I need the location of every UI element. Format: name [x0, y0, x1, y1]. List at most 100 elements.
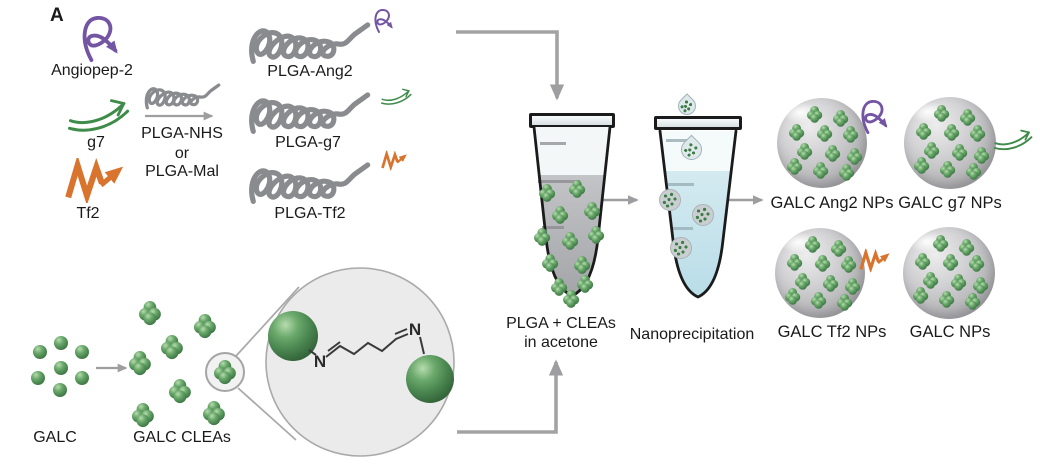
np-g7-arrow-icon — [993, 126, 1035, 152]
clea-cluster — [161, 335, 183, 360]
cleas-highlight-circle — [205, 352, 245, 392]
np-galc-plain-label: GALC NPs — [909, 323, 991, 341]
np-galc-plain — [903, 227, 995, 319]
clea-cluster — [973, 277, 989, 294]
clea-cluster — [552, 206, 569, 224]
clea-cluster — [574, 256, 591, 274]
clea-cluster — [214, 360, 236, 385]
tf2-label: Tf2 — [76, 205, 100, 222]
tube-nanoprecipitation — [650, 93, 746, 303]
clea-cluster — [944, 124, 960, 141]
clea-cluster — [823, 275, 839, 292]
crosslink-magnifier: N N — [265, 267, 455, 457]
np-galc-ang2-label: GALC Ang2 NPs — [770, 194, 894, 212]
plga-tf2-label: PLGA-Tf2 — [274, 205, 346, 222]
np-ang2-ribbon-icon — [858, 98, 892, 136]
clea-cluster — [923, 272, 939, 289]
clea-cluster — [959, 239, 975, 256]
clea-cluster — [577, 275, 594, 293]
clea-cluster — [139, 301, 161, 326]
plga-tf2-squiggle — [245, 158, 395, 210]
galc-sphere — [54, 361, 68, 375]
clea-cluster — [969, 255, 985, 272]
imine-n-left: N — [314, 352, 326, 371]
clea-cluster — [542, 254, 559, 272]
tube-plga-cleas — [526, 110, 618, 308]
angiopep2-ribbon-icon — [78, 14, 124, 64]
plga-ang2-ribbon-icon — [372, 8, 396, 34]
clea-cluster — [807, 106, 823, 123]
clea-cluster — [815, 255, 831, 272]
tube2-blue-liquid — [665, 171, 731, 297]
clea-cluster — [952, 144, 968, 161]
clea-cluster — [974, 147, 990, 164]
glutaraldehyde-chain — [325, 333, 409, 358]
clea-cluster — [795, 273, 811, 290]
clea-cluster — [789, 124, 805, 141]
clea-cluster — [934, 105, 950, 122]
reagent-name-1: PLGA-NHS — [141, 125, 223, 142]
clea-cluster — [924, 142, 940, 159]
clea-cluster — [584, 202, 601, 220]
clea-cluster — [539, 184, 556, 202]
clea-cluster — [129, 351, 151, 376]
galc-sphere — [75, 371, 89, 385]
clea-cluster — [845, 278, 861, 295]
droplet-above-tube — [674, 93, 700, 119]
clea-cluster — [825, 145, 841, 162]
np-galc-g7-label: GALC g7 NPs — [898, 194, 1002, 212]
cleas-to-tube-arrow — [457, 359, 564, 434]
panel-label: A — [50, 5, 64, 26]
galc-sphere — [75, 345, 89, 359]
clea-cluster — [847, 148, 863, 165]
clea-cluster — [841, 256, 857, 273]
galc-label: GALC — [33, 429, 77, 446]
clea-cluster — [939, 291, 955, 308]
clea-cluster — [813, 162, 829, 179]
clea-cluster — [940, 161, 956, 178]
clea-cluster — [817, 125, 833, 142]
galc-cleas-label: GALC CLEAs — [133, 429, 231, 446]
clea-cluster — [839, 164, 855, 181]
clea-cluster — [194, 314, 216, 339]
np-tf2-arrow-icon — [858, 248, 898, 273]
plga-g7-label: PLGA-g7 — [275, 134, 341, 151]
clea-cluster — [915, 253, 931, 270]
clea-cluster — [916, 123, 932, 140]
tube1-cap — [529, 113, 615, 128]
reagent-or: or — [174, 145, 190, 162]
plga-g7-arrow-icon — [380, 86, 414, 106]
magnifier-circle — [265, 267, 455, 457]
clea-cluster — [797, 143, 813, 160]
double-bond-right — [394, 328, 408, 335]
clea-cluster — [914, 157, 930, 174]
angiopep2-label: Angiopep-2 — [51, 62, 133, 79]
clea-cluster — [805, 236, 821, 253]
clea-cluster — [933, 235, 949, 252]
clea-cluster — [966, 163, 982, 180]
tube1-label-line1: PLGA + CLEAs — [506, 315, 616, 332]
clea-cluster — [534, 228, 551, 246]
clea-cluster — [569, 180, 586, 198]
clea-cluster — [965, 293, 981, 310]
clea-cluster — [843, 126, 859, 143]
plga-ang2-label: PLGA-Ang2 — [267, 63, 353, 80]
reagent-name-2: PLGA-Mal — [145, 163, 219, 180]
magnifier-line-top — [235, 286, 300, 357]
clea-cluster — [562, 232, 579, 250]
clea-cluster — [951, 274, 967, 291]
magnifier-line-bottom — [237, 387, 297, 441]
clea-cluster — [785, 288, 801, 305]
clea-cluster — [169, 379, 191, 404]
clea-cluster — [551, 278, 568, 296]
np-particle-2 — [692, 204, 714, 226]
galc-sphere — [54, 336, 68, 350]
clea-cluster — [831, 240, 847, 257]
galc-sphere — [31, 371, 45, 385]
g7-label: g7 — [87, 134, 105, 151]
clea-cluster — [787, 158, 803, 175]
np-galc-tf2-label: GALC Tf2 NPs — [777, 323, 887, 341]
clea-cluster — [563, 290, 580, 308]
tube2-cap — [654, 116, 742, 130]
enzyme-sphere-left — [268, 311, 318, 361]
